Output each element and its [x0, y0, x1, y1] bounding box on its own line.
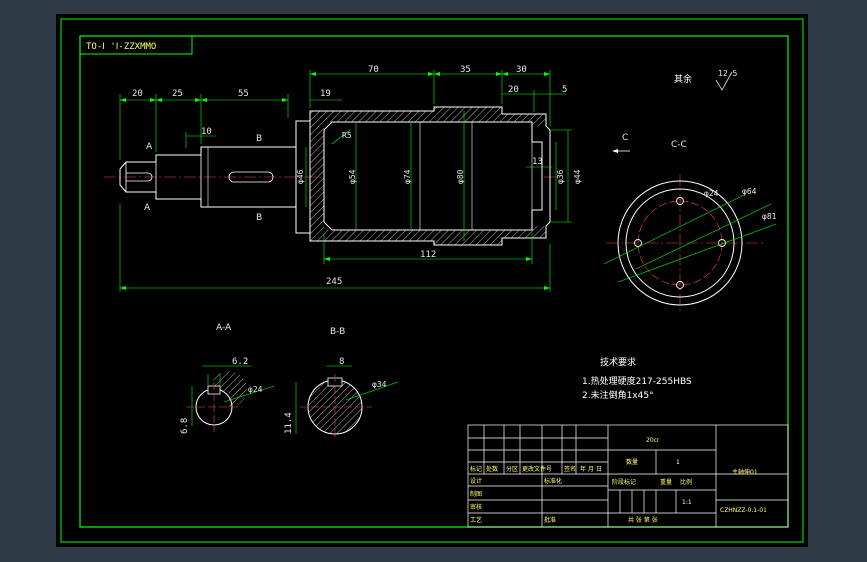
dim-245: 245	[326, 277, 342, 287]
tag-box	[79, 35, 193, 55]
dim-phi46: φ46	[296, 169, 305, 184]
tb-date: 年 月 日	[580, 465, 602, 473]
dim-20-right: 20	[508, 85, 519, 95]
tb-signature: 签名	[564, 465, 576, 473]
dim-70: 70	[368, 65, 379, 75]
end-view-c	[603, 174, 777, 314]
dim-a-phi24: φ24	[248, 385, 263, 394]
drawing-viewport[interactable]: ТО-Ⅰ 'Ⅰ-ZZXMMO 其余 12.5	[56, 14, 808, 547]
dim-c-phi24: φ24	[704, 189, 719, 198]
tb-scale-value: 1:1	[682, 499, 692, 506]
tb-approve: 批准	[544, 516, 556, 524]
section-b-view	[295, 365, 399, 440]
tb-qty-value: 1	[676, 459, 680, 466]
tb-process: 工艺	[470, 516, 482, 524]
section-c-title: C-C	[671, 140, 687, 150]
section-a-view	[186, 365, 275, 432]
notes-line-1: 1.热处理硬度217-255HBS	[582, 375, 692, 387]
dim-b-8: 8	[339, 357, 344, 367]
dim-112: 112	[420, 250, 436, 260]
tb-count: 处数	[486, 465, 498, 473]
tb-draft: 制图	[470, 490, 482, 498]
notes-title: 技术要求	[600, 356, 636, 368]
view-arrow-c: C	[622, 133, 628, 143]
dim-30: 30	[516, 65, 527, 75]
dim-10: 10	[201, 127, 212, 137]
inner-frame	[79, 35, 789, 528]
dim-c-phi81: φ81	[762, 212, 777, 221]
dim-a-6-8: 6.8	[180, 418, 190, 434]
drawing-tag: ТО-Ⅰ 'Ⅰ-ZZXMMO	[86, 42, 156, 52]
dim-55: 55	[238, 89, 249, 99]
title-block	[467, 424, 789, 528]
roughness-value: 12.5	[718, 69, 737, 78]
tb-qty-label: 数量	[626, 458, 638, 466]
dim-phi44: φ44	[573, 169, 582, 184]
dim-13: 13	[532, 157, 543, 167]
tb-scale: 比例	[680, 478, 692, 486]
arrow-heads	[120, 72, 550, 290]
dim-20-left: 20	[132, 89, 143, 99]
dim-phi54: φ54	[348, 169, 357, 184]
dim-19: 19	[320, 89, 331, 99]
view-arrow-c-head	[612, 149, 618, 153]
section-arrow-b-top: B	[256, 134, 262, 144]
section-arrow-a-top: A	[146, 142, 153, 152]
tb-part-name: 主轴伸01	[732, 468, 758, 476]
dim-5: 5	[562, 85, 567, 95]
tb-zone: 分区	[506, 465, 518, 473]
tb-sheet: 共 张 第 张	[628, 516, 658, 524]
dim-25: 25	[172, 89, 183, 99]
main-dimension-lines	[119, 70, 572, 292]
roughness-label: 其余	[674, 73, 692, 85]
dim-35: 35	[460, 65, 471, 75]
tb-standard: 标准化	[544, 477, 562, 485]
section-arrow-a-bottom: A	[144, 203, 151, 213]
dim-phi80: φ80	[456, 169, 465, 184]
tb-weight: 重量	[660, 478, 672, 486]
dim-phi36: φ36	[556, 169, 565, 184]
dim-r5: R5	[342, 131, 352, 140]
tb-change-doc: 更改文件号	[522, 465, 552, 473]
tb-drawing-no: CZHNZZ-0.1-01	[720, 507, 767, 514]
section-b-title: B-B	[330, 327, 345, 337]
tb-design: 设计	[470, 477, 482, 485]
notes-line-2: 2.未注倒角1x45°	[582, 389, 654, 401]
tb-material: 20cr	[646, 437, 660, 444]
dim-phi74: φ74	[403, 169, 412, 184]
shaft-main-view	[104, 106, 556, 246]
tb-stage: 阶段标记	[612, 478, 636, 486]
dim-c-phi64: φ64	[742, 187, 757, 196]
tb-review: 审核	[470, 503, 482, 511]
tb-mark: 标记	[470, 465, 482, 473]
dim-b-11-4: 11.4	[284, 412, 294, 434]
dim-a-6-2: 6.2	[232, 357, 248, 367]
section-arrow-b-bottom: B	[256, 213, 262, 223]
drawing-canvas: ТО-Ⅰ 'Ⅰ-ZZXMMO 其余 12.5	[60, 18, 804, 543]
dim-b-phi34: φ34	[372, 380, 387, 389]
outer-frame	[60, 18, 804, 543]
roughness-symbol	[715, 71, 733, 91]
section-a-title: A-A	[216, 323, 232, 333]
